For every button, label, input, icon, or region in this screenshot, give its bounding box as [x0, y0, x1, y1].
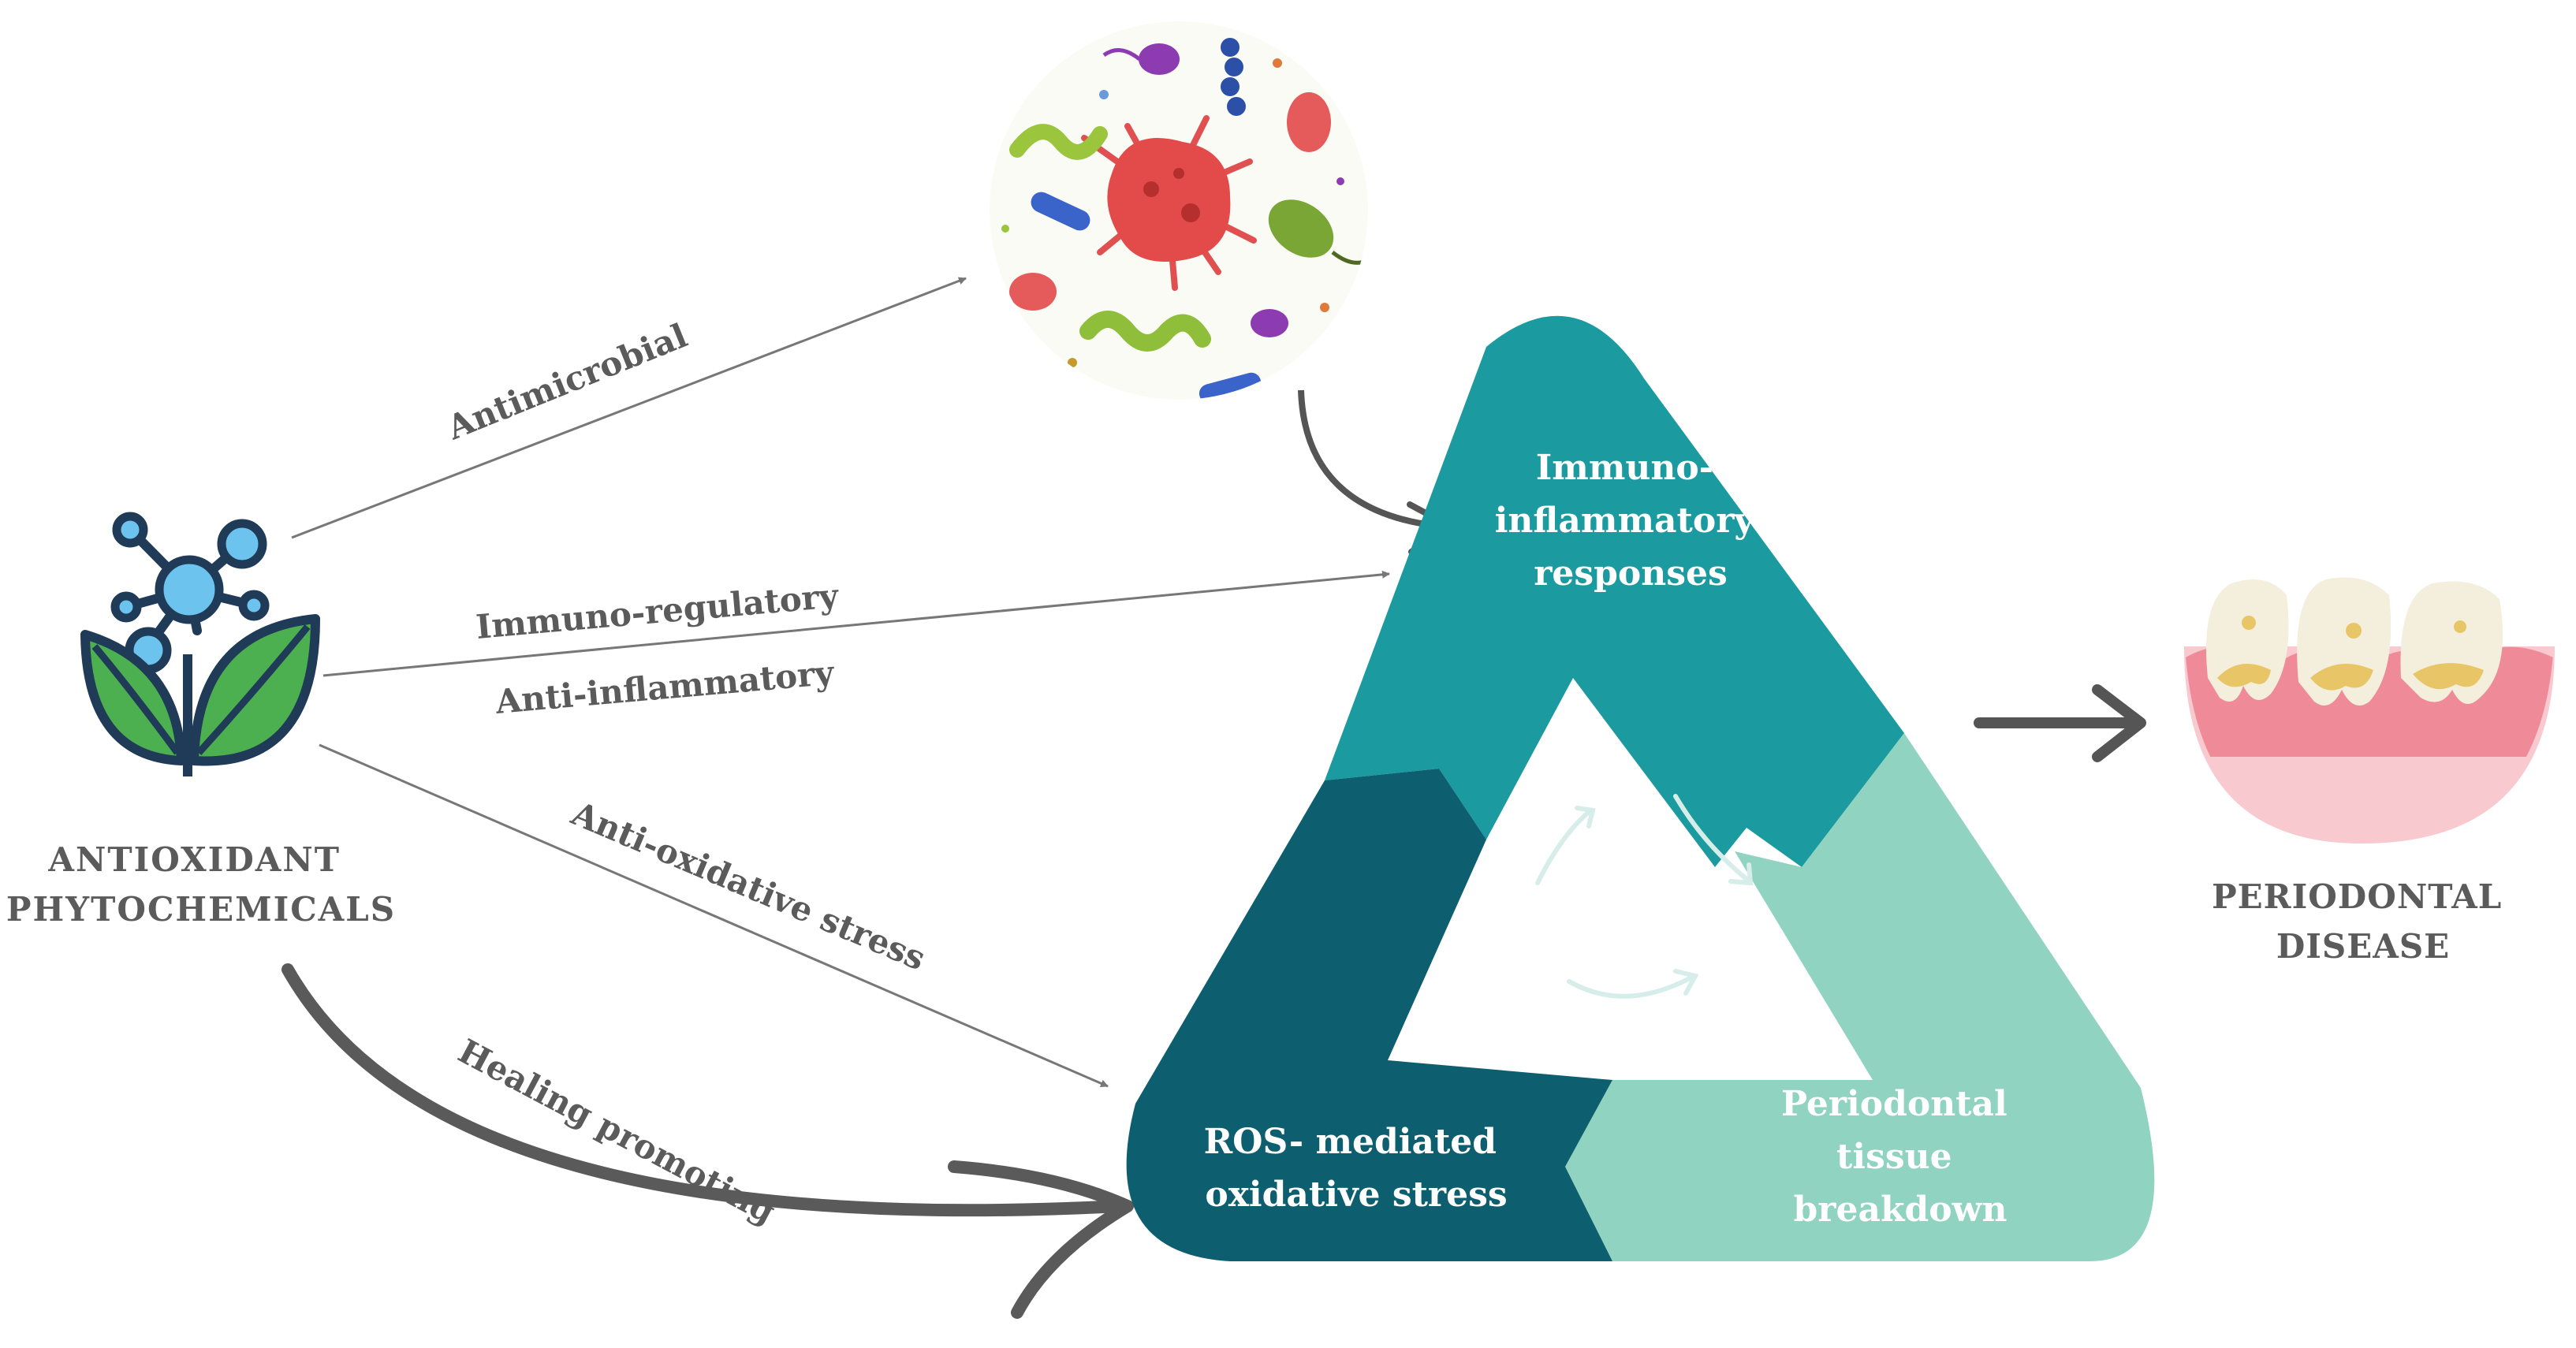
label-antimicrobial: Antimicrobial	[441, 316, 692, 448]
plant-molecule-icon	[80, 512, 320, 776]
outcome-label: PERIODONTAL DISEASE	[2212, 877, 2514, 966]
label-immuno-regulatory: Immuno-regulatory	[475, 576, 841, 646]
cycle-triangle	[1126, 315, 2155, 1261]
label-anti-oxidative-stress: Anti-oxidative stress	[565, 794, 931, 978]
source-label-line2: PHYTOCHEMICALS	[6, 890, 396, 929]
outcome-label-line1: PERIODONTAL	[2212, 877, 2502, 916]
to-disease-arrow	[1974, 684, 2146, 762]
immuno-regulatory-arrow	[322, 570, 1390, 677]
healing-arrow	[281, 963, 1134, 1319]
microbes-icon	[990, 21, 1368, 400]
label-ros-oxidative-stress: ROS- mediated oxidative stress	[1204, 1122, 1509, 1215]
anti-oxidative-arrow	[319, 743, 1109, 1088]
segment-ros-oxidative-stress	[1126, 769, 1612, 1261]
segment-tissue-breakdown	[1565, 733, 2155, 1261]
source-label-line1: ANTIOXIDANT	[47, 840, 341, 879]
effect-arrows	[291, 277, 1390, 1088]
label-immuno-inflammatory-responses: Immuno- inflammatory responses	[1495, 448, 1767, 594]
cycle-arrows-icon	[1535, 794, 1754, 999]
label-periodontal-tissue-breakdown: Periodontal tissue breakdown	[1781, 1084, 2019, 1230]
antimicrobial-arrow	[291, 277, 967, 539]
diseased-teeth-icon	[2184, 577, 2555, 843]
segment-immuno-inflammatory	[1325, 315, 1904, 867]
label-anti-inflammatory: Anti-inflammatory	[494, 654, 837, 722]
outcome-label-line2: DISEASE	[2276, 927, 2450, 966]
source-label: ANTIOXIDANT PHYTOCHEMICALS	[6, 840, 396, 929]
